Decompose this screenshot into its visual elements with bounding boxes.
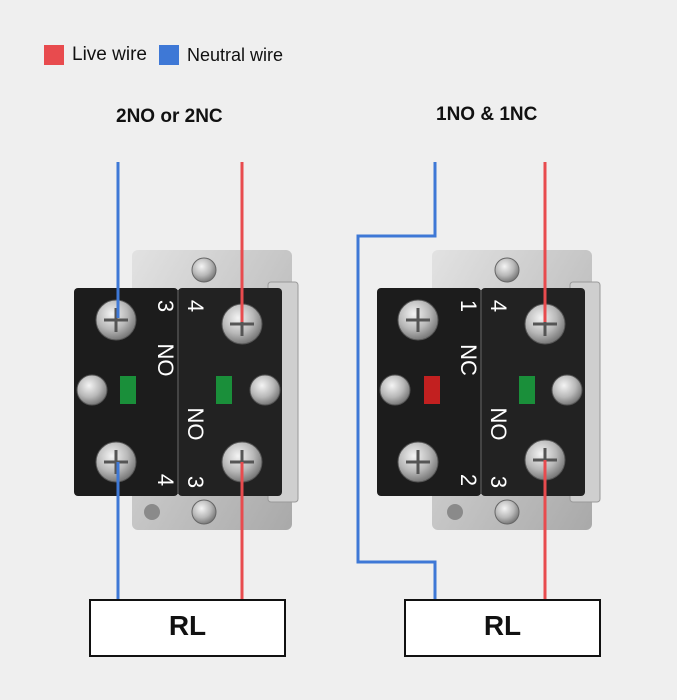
left-switch: 3 NO 4 4 NO 3	[74, 250, 299, 530]
right-mount-screw-left-icon	[379, 374, 411, 406]
left-no-indicator-a	[120, 376, 136, 404]
right-no-indicator	[519, 376, 535, 404]
legend: Live wire Neutral wire	[44, 44, 295, 66]
left-bracket-top-screw-icon	[191, 257, 217, 283]
left-a-top-num: 3	[153, 300, 178, 312]
right-nc-indicator	[424, 376, 440, 404]
right-a-bottom-num: 2	[456, 474, 481, 486]
left-diagram-title: 2NO or 2NC	[116, 106, 223, 127]
right-load-label: RL	[483, 610, 522, 641]
right-neutral-wire	[356, 162, 437, 600]
left-a-bottom-num: 4	[153, 474, 178, 486]
right-a-type: NC	[456, 344, 481, 376]
right-bracket-top-screw-icon	[494, 257, 520, 283]
left-screw-a-top-icon	[95, 299, 137, 341]
right-b-bottom-num: 3	[486, 476, 511, 488]
left-b-bottom-num: 3	[183, 476, 208, 488]
left-mount-screw-left-icon	[76, 374, 108, 406]
neutral-wire-label: Neutral wire	[186, 44, 284, 65]
left-a-type: NO	[153, 344, 178, 377]
left-no-indicator-b	[216, 376, 232, 404]
neutral-wire-swatch	[158, 45, 179, 65]
left-b-type: NO	[183, 408, 208, 441]
left-load-label: RL	[168, 610, 207, 641]
right-mount-screw-right-icon	[551, 374, 583, 406]
right-b-type: NO	[486, 408, 511, 441]
left-b-top-num: 4	[183, 300, 208, 312]
right-load-box	[404, 599, 601, 657]
left-screw-a-bottom-icon	[95, 441, 137, 483]
right-screw-a-bottom-icon	[397, 441, 439, 483]
left-bracket-hole-icon	[144, 504, 160, 520]
live-wire-label: Live wire	[72, 44, 147, 65]
right-diagram-title: 1NO & 1NC	[436, 104, 538, 125]
left-load-box	[89, 599, 286, 657]
right-bracket-bottom-screw-icon	[494, 499, 520, 525]
live-wire-swatch	[44, 45, 64, 65]
right-switch: 1 NC 2 4 NO 3	[377, 250, 601, 530]
right-b-top-num: 4	[486, 300, 511, 312]
right-a-top-num: 1	[456, 300, 481, 312]
right-screw-a-top-icon	[397, 299, 439, 341]
right-bracket-hole-icon	[447, 504, 463, 520]
left-bracket-bottom-screw-icon	[191, 499, 217, 525]
left-mount-screw-right-icon	[249, 374, 281, 406]
